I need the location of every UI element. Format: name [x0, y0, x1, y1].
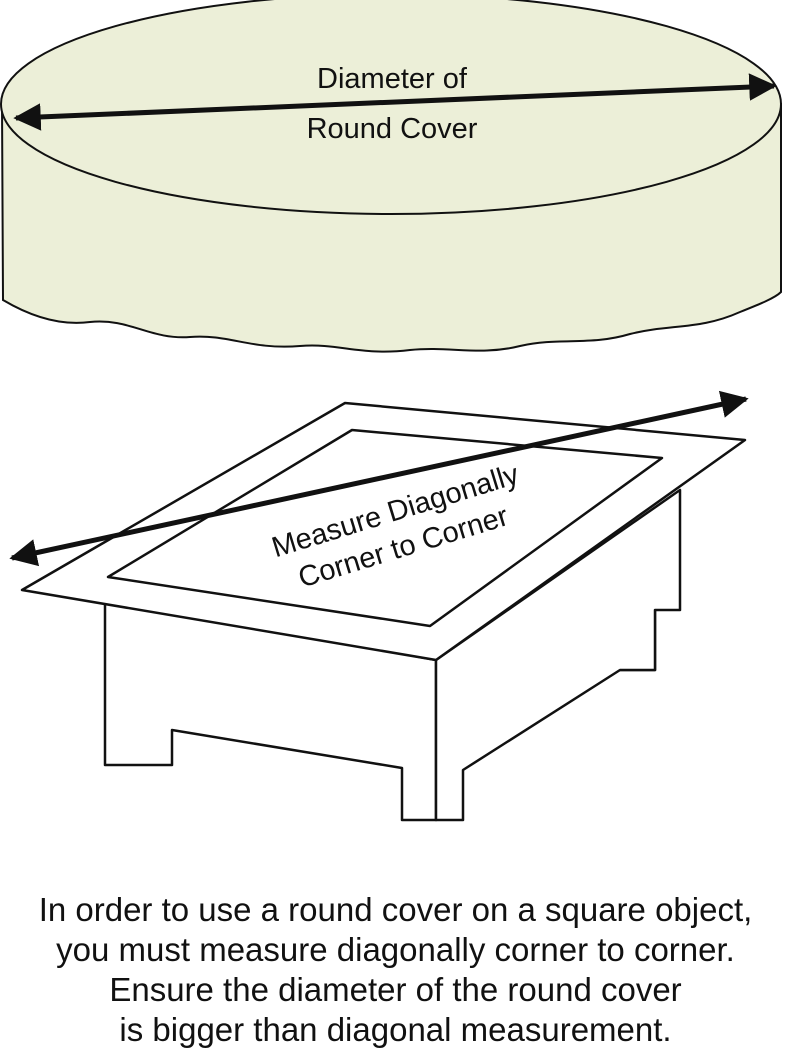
instructions-text: In order to use a round cover on a squar… — [0, 890, 791, 1050]
instructions-line-2: you must measure diagonally corner to co… — [56, 931, 735, 968]
instructions-line-1: In order to use a round cover on a squar… — [38, 891, 753, 928]
diameter-arrow — [13, 73, 777, 131]
instructions-line-4: is bigger than diagonal measurement. — [119, 1011, 672, 1048]
diagonal-arrow — [9, 390, 749, 567]
diameter-label-line2: Round Cover — [307, 113, 478, 145]
round-cover-illustration: Diameter of Round Cover — [0, 0, 782, 353]
round-cover-top — [0, 0, 782, 215]
instructions-line-3: Ensure the diameter of the round cover — [109, 971, 682, 1008]
diameter-label-line1: Diameter of — [317, 63, 468, 95]
table-illustration: Measure Diagonally Corner to Corner — [9, 390, 749, 822]
measurement-diagram: Diameter of Round Cover Measure Diagonal… — [0, 0, 782, 822]
